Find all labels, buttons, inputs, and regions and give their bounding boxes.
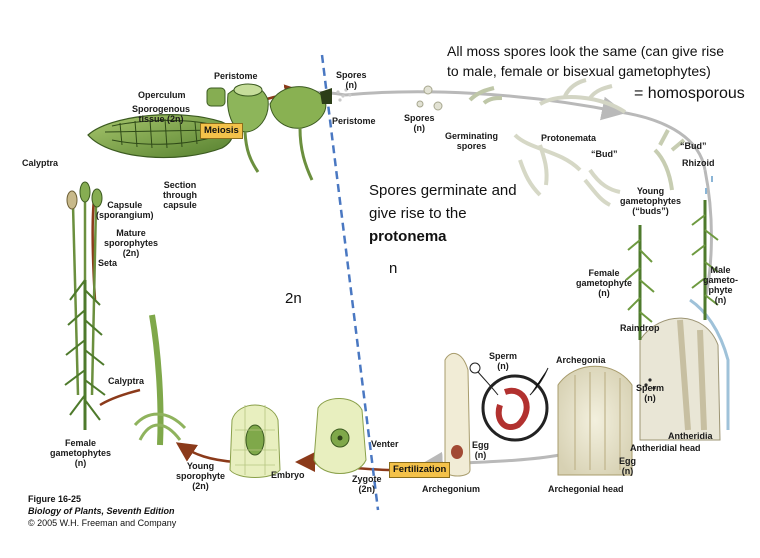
homosporous-note-line-3: = homosporous <box>634 85 745 102</box>
label-calyptra-bottom: Calyptra <box>108 376 145 386</box>
label-calyptra-top: Calyptra <box>22 158 59 168</box>
label-sperm-mid: Sperm (n) <box>489 351 518 371</box>
figure-copyright: © 2005 W.H. Freeman and Company <box>28 518 177 528</box>
label-sperm-right: Sperm (n) <box>636 383 665 403</box>
label-antheridial-head: Antheridial head <box>630 443 701 453</box>
protonema-note-line-1: Spores germinate and <box>369 182 517 199</box>
label-bud-mid: “Bud” <box>591 149 618 159</box>
label-operculum: Operculum <box>138 90 186 100</box>
homosporous-note-line-1: All moss spores look the same (can give … <box>447 43 724 59</box>
label-young-sporophyte: Young sporophyte (2n) <box>176 461 226 491</box>
capsule-operculum-illustration <box>206 83 269 173</box>
homosporous-note-line-2: to male, female or bisexual gametophytes… <box>447 63 711 79</box>
label-spores-mid: Spores (n) <box>404 113 435 133</box>
haploid-region-label: n <box>389 260 398 277</box>
label-peristome-mid: Peristome <box>332 116 376 126</box>
antheridial-head-illustration <box>639 298 730 441</box>
label-archegonia: Archegonia <box>556 355 606 365</box>
label-venter: Venter <box>371 439 399 449</box>
label-zygote: Zygote (2n) <box>352 474 382 494</box>
figure-number: Figure 16-25 <box>28 494 82 504</box>
label-antheridia: Antheridia <box>668 431 713 441</box>
label-egg-mid: Egg (n) <box>472 440 489 460</box>
female-gametophyte-right-illustration <box>625 225 655 340</box>
label-bud-top: “Bud” <box>680 141 707 151</box>
label-section-through-capsule: Section through capsule <box>163 180 197 210</box>
label-archegonium: Archegonium <box>422 484 481 494</box>
label-germinating-spores: Germinating spores <box>445 131 499 151</box>
label-female-gametophytes-left: Female gametophytes (n) <box>50 438 112 468</box>
young-sporophyte-illustration <box>133 314 187 446</box>
label-male-gametophyte: Male gameto- phyte (n) <box>703 265 739 305</box>
archegonium-illustration <box>444 352 471 477</box>
male-gametophyte-illustration <box>691 176 719 320</box>
label-sporogenous-tissue: Sporogenous tissue (2n) <box>132 104 190 124</box>
protonema-note-line-3: protonema <box>369 228 447 245</box>
label-spores-top: Spores (n) <box>336 70 367 90</box>
label-protonemata: Protonemata <box>541 133 597 143</box>
ploidy-divider-line <box>320 54 380 511</box>
label-egg-right: Egg (n) <box>619 456 636 476</box>
mature-sporophytes-illustration <box>64 181 106 430</box>
meiosis-tag: Meiosis <box>200 123 243 139</box>
label-rhizoid: Rhizoid <box>682 158 715 168</box>
fertilization-tag: Fertilization <box>389 462 451 478</box>
label-female-gametophyte-right: Female gametophyte (n) <box>576 268 633 298</box>
label-peristome-top: Peristome <box>214 71 258 81</box>
label-young-gametophytes: Young gametophytes (“buds”) <box>620 186 682 216</box>
label-seta: Seta <box>98 258 118 268</box>
label-mature-sporophytes: Mature sporophytes (2n) <box>104 228 159 258</box>
figure-book-title: Biology of Plants, Seventh Edition <box>28 506 175 516</box>
label-archegonial-head: Archegonial head <box>548 484 624 494</box>
protonema-note-line-2: give rise to the <box>369 205 467 222</box>
diploid-region-label: 2n <box>285 290 302 307</box>
zygote-venter-illustration <box>313 398 367 474</box>
label-raindrop: Raindrop <box>620 323 660 333</box>
archegonial-head-illustration <box>557 365 633 476</box>
label-embryo: Embryo <box>271 470 305 480</box>
embryo-illustration <box>229 404 281 478</box>
spores-and-protonemata-illustration <box>416 78 686 207</box>
sperm-closeup-illustration <box>469 362 549 442</box>
spore-releasing-capsule-illustration <box>269 86 352 181</box>
label-capsule-sporangium: Capsule (sporangium) <box>96 200 154 220</box>
